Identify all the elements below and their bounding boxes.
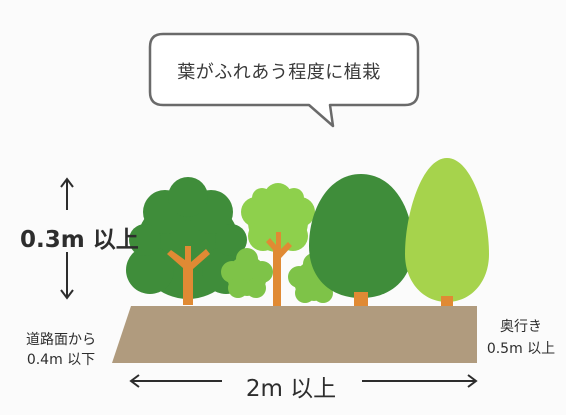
tree-2 [241,183,315,306]
tree-3 [309,174,413,306]
bush-right [288,253,340,303]
speech-bubble-text: 葉がふれあう程度に植栽 [177,62,381,83]
depth-label: 奥行き 0.5m 以上 [476,316,566,360]
road-height-label-line2: 0.4m 以下 [26,352,96,368]
depth-label-line2: 0.5m 以上 [486,341,556,357]
height-arrow [60,177,74,300]
trees [126,158,489,306]
width-arrow [129,374,478,388]
speech-bubble [148,32,420,128]
width-label: 2m 以上 [245,376,337,402]
depth-label-line1: 奥行き [500,319,542,335]
road-height-label: 道路面から 0.4m 以下 [2,330,120,370]
road-height-label-line1: 道路面から [26,332,96,348]
height-label: 0.3m 以上 [20,227,139,253]
tree-4 [405,158,489,306]
planter-box [112,306,477,363]
bush-left [221,248,273,298]
